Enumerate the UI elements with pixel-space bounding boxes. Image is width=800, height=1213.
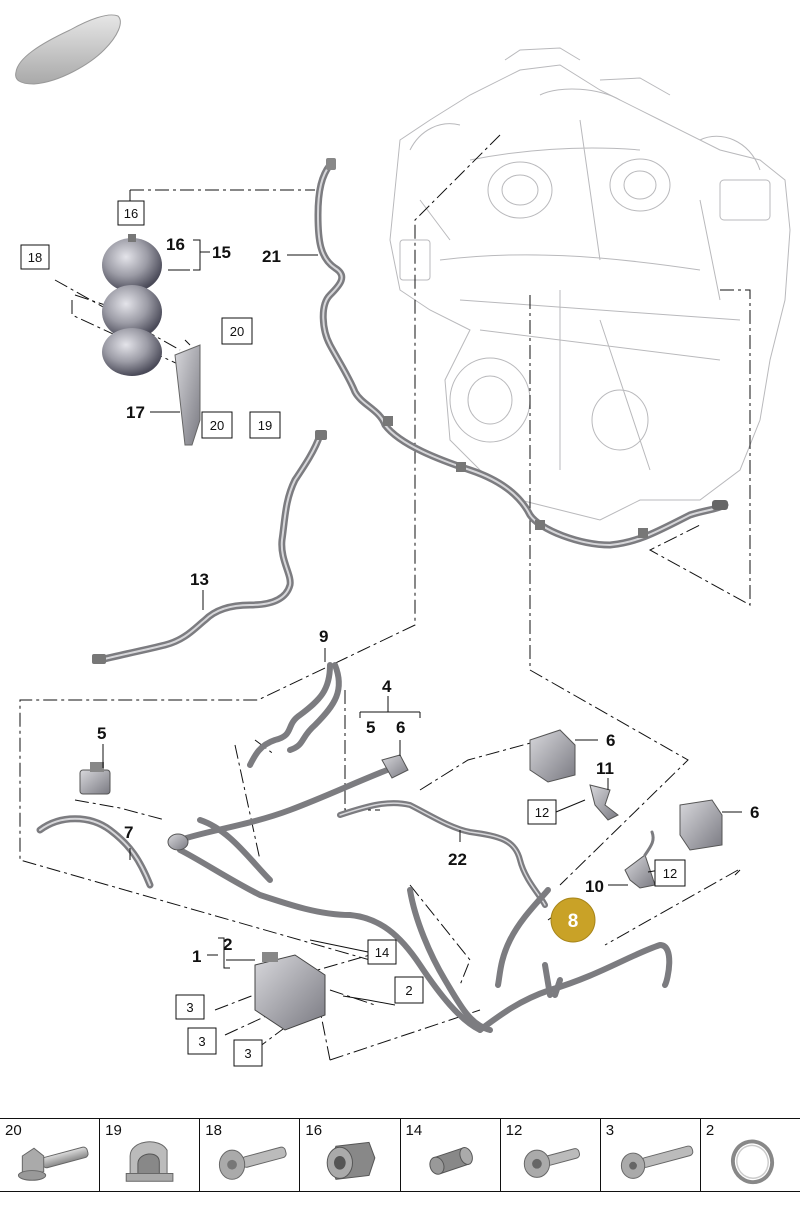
callout-numbers: 21 16 15 17 13 9 4 5 6 5 6 11 6 7 22 10 …	[97, 235, 759, 966]
box-2: 2	[394, 976, 424, 1004]
solenoid-valve-6a	[529, 729, 576, 783]
callout-4: 4	[382, 677, 392, 696]
pipe-line-22	[177, 762, 673, 1033]
grommet-icon	[327, 1141, 376, 1180]
flange-bolt-icon	[17, 1146, 89, 1181]
legend-label: 12	[505, 1122, 523, 1139]
hose-connector	[167, 833, 189, 851]
callout-5-small: 5	[366, 718, 375, 737]
svg-text:3: 3	[244, 1046, 251, 1061]
legend-label: 16	[305, 1122, 323, 1139]
callout-22: 22	[448, 850, 467, 869]
callout-16: 16	[166, 235, 185, 254]
callout-6-small: 6	[396, 718, 405, 737]
svg-text:12: 12	[535, 805, 549, 820]
callout-2: 2	[223, 935, 232, 954]
box-20-lower: 20	[201, 411, 233, 439]
svg-text:20: 20	[230, 324, 244, 339]
callout-8: 8	[568, 911, 579, 932]
box-20-upper: 20	[221, 317, 253, 345]
pipe-line-9	[247, 662, 342, 768]
legend-cell-20[interactable]: 20	[0, 1119, 101, 1191]
legend-cell-18[interactable]: 18	[200, 1119, 301, 1191]
svg-text:3: 3	[198, 1034, 205, 1049]
callout-17: 17	[126, 403, 145, 422]
valve-6-small	[381, 754, 409, 779]
round-head-bolt-icon	[523, 1148, 580, 1178]
svg-text:3: 3	[186, 1000, 193, 1015]
legend-label: 2	[705, 1122, 715, 1139]
long-bolt-icon	[620, 1145, 694, 1179]
engine-assembly	[389, 47, 791, 521]
svg-text:19: 19	[258, 418, 272, 433]
mounting-bracket-17	[174, 344, 201, 446]
legend-label: 18	[205, 1122, 222, 1139]
solenoid-valve-6b	[679, 799, 723, 851]
callout-leaders	[102, 239, 742, 1006]
pan-head-bolt-icon	[219, 1146, 287, 1180]
bracket-11	[589, 784, 619, 821]
box-16: 16	[117, 200, 145, 226]
svg-text:12: 12	[663, 866, 677, 881]
box-3-right: 3	[233, 1039, 263, 1067]
vacuum-pump-1	[254, 952, 326, 1031]
o-ring-icon	[730, 1139, 774, 1185]
valve-5	[79, 762, 111, 795]
parts-diagram: 21 16 15 17 13 9 4 5 6 5 6 11 6 7 22 10 …	[15, 14, 791, 1067]
pipe-line-13	[92, 430, 327, 664]
callout-9: 9	[319, 627, 328, 646]
callout-15: 15	[212, 243, 231, 262]
box-3-left: 3	[175, 994, 205, 1020]
pipe-line-7	[36, 815, 154, 889]
legend-cell-12[interactable]: 12	[501, 1119, 601, 1191]
svg-text:18: 18	[28, 250, 42, 265]
callout-13: 13	[190, 570, 209, 589]
legend-cell-3[interactable]: 3	[601, 1119, 701, 1191]
legend-cell-14[interactable]: 14	[401, 1119, 501, 1191]
svg-text:2: 2	[405, 983, 412, 998]
box-12-lower: 12	[654, 859, 686, 887]
svg-text:20: 20	[210, 418, 224, 433]
callout-7: 7	[124, 823, 133, 842]
legend-cell-19[interactable]: 19	[100, 1119, 201, 1191]
callout-5: 5	[97, 724, 106, 743]
callout-6-upper: 6	[606, 731, 615, 750]
box-19: 19	[249, 411, 281, 439]
callout-6-right: 6	[750, 803, 759, 822]
callout-1: 1	[192, 947, 201, 966]
assembly-reference-lines	[19, 134, 751, 1061]
pressure-accumulator	[102, 234, 162, 376]
box-14: 14	[367, 939, 397, 965]
vehicle-thumbnail-icon	[15, 14, 121, 85]
legend-cell-16[interactable]: 16	[300, 1119, 401, 1191]
legend-label: 3	[605, 1122, 615, 1139]
callout-21: 21	[262, 247, 281, 266]
svg-text:14: 14	[375, 945, 389, 960]
callout-11: 11	[596, 759, 614, 778]
legend-label: 20	[5, 1122, 22, 1139]
bracket-10	[624, 830, 656, 889]
boxed-references: 16 18 20 20 19 12 12 14 2 3 3 3	[20, 200, 686, 1067]
legend-label: 14	[405, 1122, 423, 1139]
box-3-middle: 3	[187, 1027, 217, 1055]
box-12-upper: 12	[527, 799, 557, 825]
legend-cell-2[interactable]: 2	[701, 1119, 800, 1191]
pipe-clip-icon	[125, 1141, 174, 1182]
svg-text:16: 16	[124, 206, 138, 221]
callout-10: 10	[585, 877, 604, 896]
highlighted-part-8-badge[interactable]: 8	[550, 897, 596, 943]
spacer-sleeve-icon	[428, 1147, 473, 1175]
legend-label: 19	[105, 1122, 122, 1139]
pipe-line-21	[314, 158, 729, 549]
hardware-legend: 20 19 18 16 14	[0, 1118, 800, 1192]
box-18: 18	[20, 244, 50, 270]
